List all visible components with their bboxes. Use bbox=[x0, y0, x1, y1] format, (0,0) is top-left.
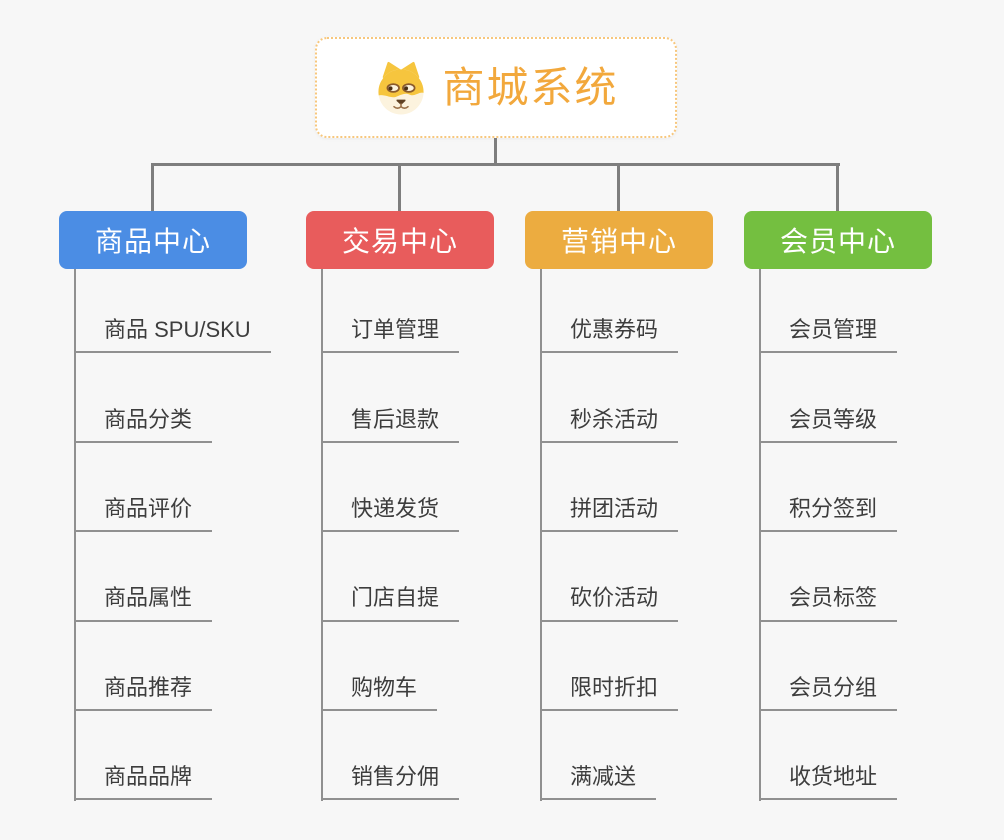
branch-label: 商品中心 bbox=[94, 226, 211, 257]
sub-item-node[interactable]: 收货地址 bbox=[759, 764, 898, 801]
sub-item: 购物车 bbox=[321, 622, 459, 711]
sub-item: 收货地址 bbox=[759, 711, 898, 801]
sub-item: 商品属性 bbox=[74, 532, 271, 622]
sub-item: 快递发货 bbox=[321, 443, 460, 533]
branch-node-marketing-center[interactable]: 营销中心 bbox=[525, 211, 713, 269]
sub-item-node[interactable]: 商品品牌 bbox=[74, 764, 213, 801]
sub-item-node[interactable]: 售后退款 bbox=[321, 407, 460, 443]
sub-item-node[interactable]: 订单管理 bbox=[321, 318, 460, 354]
branch-node-product-center[interactable]: 商品中心 bbox=[59, 211, 247, 269]
sub-item: 拼团活动 bbox=[540, 443, 679, 533]
branch-subline bbox=[321, 269, 323, 801]
shiba-dog-icon bbox=[378, 61, 425, 114]
branch-items: 会员管理 会员等级 积分签到 会员标签 会员分组 收货地址 bbox=[759, 264, 898, 801]
branch-label: 会员中心 bbox=[779, 226, 896, 257]
sub-item: 商品分类 bbox=[74, 353, 271, 443]
branch-items: 优惠券码 秒杀活动 拼团活动 砍价活动 限时折扣 满减送 bbox=[540, 264, 679, 801]
branch-node-member-center[interactable]: 会员中心 bbox=[744, 211, 932, 269]
sub-item-node[interactable]: 商品 SPU/SKU bbox=[74, 318, 271, 354]
sub-item: 会员管理 bbox=[759, 264, 898, 354]
sub-item-node[interactable]: 满减送 bbox=[540, 764, 657, 801]
root-title: 商城系统 bbox=[442, 63, 619, 111]
sub-item-node[interactable]: 商品推荐 bbox=[74, 675, 213, 711]
sub-item: 优惠券码 bbox=[540, 264, 679, 354]
sub-item: 限时折扣 bbox=[540, 622, 679, 711]
connector-drop-member bbox=[836, 163, 839, 211]
branch-label: 交易中心 bbox=[341, 226, 458, 257]
sub-item: 销售分佣 bbox=[321, 711, 460, 801]
branch-items: 订单管理 售后退款 快递发货 门店自提 购物车 销售分佣 bbox=[321, 264, 460, 801]
sub-item-node[interactable]: 积分签到 bbox=[759, 496, 898, 533]
sub-item: 会员标签 bbox=[759, 532, 898, 622]
sub-item-node[interactable]: 会员标签 bbox=[759, 586, 898, 622]
sub-item-node[interactable]: 商品属性 bbox=[74, 586, 213, 622]
sub-item: 商品品牌 bbox=[74, 711, 271, 801]
sub-item: 商品推荐 bbox=[74, 622, 271, 711]
sub-item: 会员等级 bbox=[759, 353, 898, 443]
connector-root-stub bbox=[494, 138, 497, 163]
sub-item-node[interactable]: 商品评价 bbox=[74, 496, 213, 533]
branch-subline bbox=[540, 269, 542, 801]
sub-item-node[interactable]: 会员分组 bbox=[759, 675, 898, 711]
branch-label: 营销中心 bbox=[560, 226, 677, 257]
sub-item: 满减送 bbox=[540, 711, 678, 801]
sub-item-node[interactable]: 会员管理 bbox=[759, 318, 898, 354]
sub-item-node[interactable]: 商品分类 bbox=[74, 407, 213, 443]
sub-item-node[interactable]: 门店自提 bbox=[321, 586, 460, 622]
sub-item-node[interactable]: 优惠券码 bbox=[540, 318, 679, 354]
connector-drop-trade bbox=[398, 163, 401, 211]
branch-items: 商品 SPU/SKU 商品分类 商品评价 商品属性 商品推荐 商品品牌 bbox=[74, 264, 271, 801]
sub-item: 售后退款 bbox=[321, 353, 460, 443]
sub-item: 砍价活动 bbox=[540, 532, 679, 622]
branch-node-trade-center[interactable]: 交易中心 bbox=[306, 211, 494, 269]
connector-drop-product bbox=[151, 163, 154, 211]
sub-item: 商品 SPU/SKU bbox=[74, 264, 271, 354]
connector-drop-marketing bbox=[617, 163, 620, 211]
sub-item: 门店自提 bbox=[321, 532, 460, 622]
sub-item-node[interactable]: 拼团活动 bbox=[540, 496, 679, 533]
sub-item-node[interactable]: 快递发货 bbox=[321, 496, 460, 533]
sub-item-node[interactable]: 销售分佣 bbox=[321, 764, 460, 801]
sub-item: 商品评价 bbox=[74, 443, 271, 533]
sub-item: 会员分组 bbox=[759, 622, 898, 711]
sub-item-node[interactable]: 购物车 bbox=[321, 675, 438, 711]
sub-item: 订单管理 bbox=[321, 264, 460, 354]
sub-item: 积分签到 bbox=[759, 443, 898, 533]
sub-item-node[interactable]: 限时折扣 bbox=[540, 675, 679, 711]
branch-subline bbox=[759, 269, 761, 801]
branch-subline bbox=[74, 269, 76, 801]
sub-item-node[interactable]: 秒杀活动 bbox=[540, 407, 679, 443]
sub-item-node[interactable]: 会员等级 bbox=[759, 407, 898, 443]
root-node[interactable]: 商城系统 bbox=[315, 37, 677, 138]
sub-item: 秒杀活动 bbox=[540, 353, 679, 443]
sub-item-node[interactable]: 砍价活动 bbox=[540, 586, 679, 622]
connector-rail bbox=[151, 163, 840, 166]
